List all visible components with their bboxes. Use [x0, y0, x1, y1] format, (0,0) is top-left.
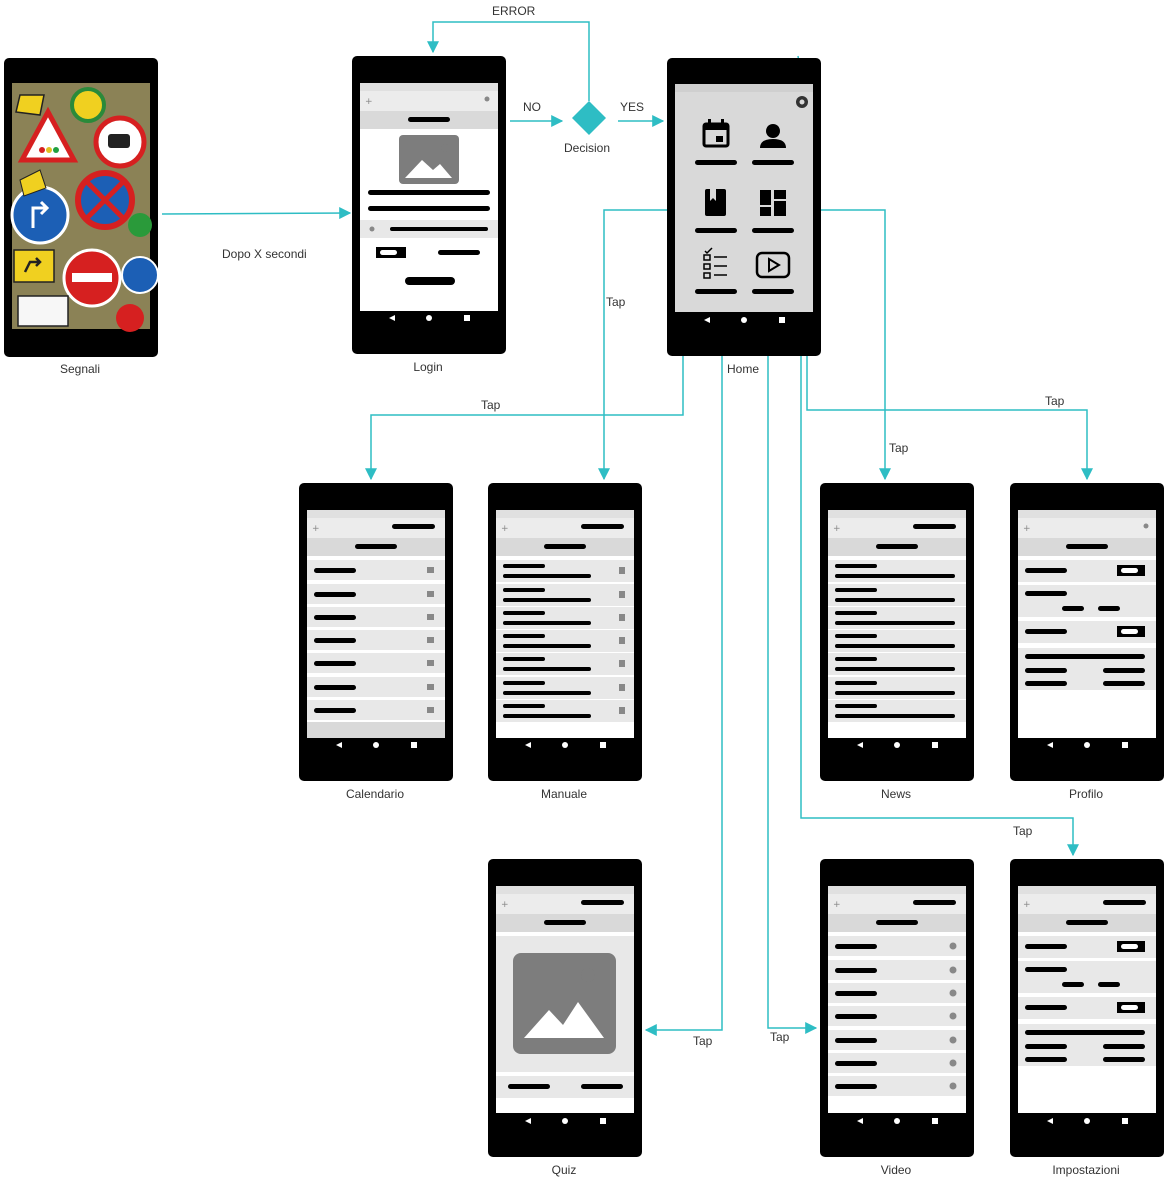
edge-label-error: ERROR [492, 4, 536, 18]
caption-quiz: Quiz [551, 1163, 577, 1177]
caption-video: Video [880, 1163, 912, 1177]
edge-label-yes: YES [620, 100, 645, 114]
caption-impostazioni: Impostazioni [1052, 1163, 1120, 1177]
edge-home-quiz [644, 308, 723, 1036]
edge-decision-error [427, 21, 590, 101]
svg-text:+: + [833, 524, 841, 534]
phone-manuale: + [488, 483, 642, 781]
caption-login: Login [413, 360, 443, 374]
edge-label-tap-calendario: Tap [481, 398, 501, 412]
phone-login: + [352, 56, 506, 354]
phone-segnali [4, 58, 159, 357]
caption-news: News [880, 787, 911, 801]
decision-label: Decision [564, 141, 611, 155]
phone-video: + [820, 859, 974, 1157]
phone-news: + [820, 483, 974, 781]
edge-label-tap-profilo: Tap [1045, 394, 1065, 408]
edge-label-tap-news: Tap [889, 441, 909, 455]
svg-text:+: + [501, 524, 509, 534]
dashboard-icon[interactable] [760, 190, 786, 216]
phone-home [667, 58, 821, 356]
edge-home-video [767, 308, 818, 1034]
calendar-icon[interactable] [702, 119, 730, 148]
edge-home-profilo [795, 139, 1093, 481]
decision-diamond [572, 101, 606, 135]
edge-label-tap-impostazioni: Tap [1013, 824, 1033, 838]
svg-text:+: + [312, 524, 320, 534]
phone-impostazioni: + [1010, 859, 1164, 1157]
edge-label-tap-video: Tap [770, 1030, 790, 1044]
checklist-icon[interactable] [703, 247, 727, 279]
svg-text:+: + [1023, 524, 1031, 534]
manuale-list [496, 560, 634, 722]
edge-segnali-login [161, 207, 352, 220]
caption-profilo: Profilo [1068, 787, 1103, 801]
video-list [828, 936, 966, 1096]
book-icon[interactable] [705, 189, 726, 216]
caption-home: Home [726, 362, 759, 376]
svg-text:+: + [1023, 900, 1031, 910]
edge-home-news [795, 209, 891, 481]
play-icon[interactable] [755, 251, 791, 279]
svg-text:+: + [833, 900, 841, 910]
calendar-list [307, 560, 445, 738]
caption-calendario: Calendario [345, 787, 405, 801]
edge-label-dopo: Dopo X secondi [222, 247, 307, 261]
caption-segnali: Segnali [59, 362, 101, 376]
edge-label-no: NO [523, 100, 541, 114]
phone-calendario: + [299, 483, 453, 781]
svg-text:+: + [365, 97, 373, 107]
person-icon[interactable] [760, 124, 786, 148]
phone-quiz: + [488, 859, 642, 1157]
edge-home-impostazioni [800, 100, 1079, 857]
edge-label-tap-manuale: Tap [606, 295, 626, 309]
edge-home-manuale [598, 209, 693, 481]
phone-profilo: + [1010, 483, 1164, 781]
edge-label-tap-quiz: Tap [693, 1034, 713, 1048]
svg-text:+: + [501, 900, 509, 910]
quiz-image-placeholder [513, 953, 616, 1054]
caption-manuale: Manuale [540, 787, 588, 801]
news-list [828, 560, 966, 722]
